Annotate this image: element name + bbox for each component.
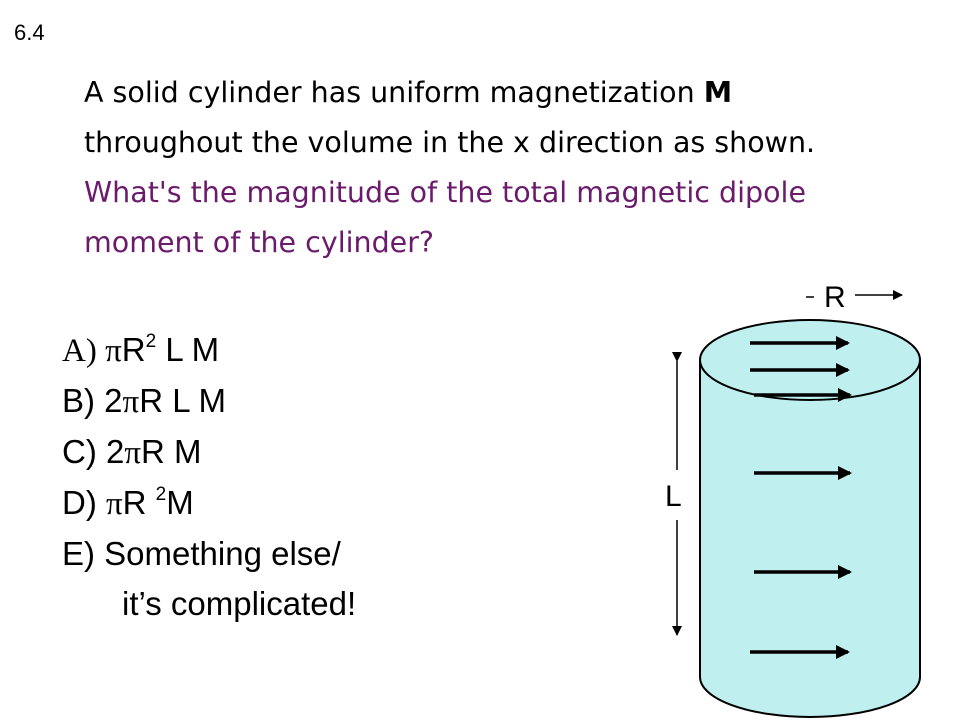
choice-c-rest: R M [141,433,202,470]
pi-symbol: π [124,435,142,471]
cylinder-top-ellipse [699,319,921,401]
choice-a-prefix: A) [62,333,106,369]
choice-d-exponent: 2 [155,484,167,505]
question-part1: A solid cylinder has uniform magnetizati… [84,76,704,109]
choice-a-exponent: 2 [145,331,157,352]
choice-b-prefix: B) 2 [62,382,123,419]
pi-symbol: π [105,333,122,369]
magnetization-arrows [750,336,852,659]
slide-number: 6.4 [14,20,45,45]
choice-d-rest: M [166,484,194,521]
cylinder-diagram: R L [650,275,950,720]
choice-c: C) 2πR M [62,427,356,478]
magnetization-symbol: M [703,76,733,109]
choice-e-continued: it’s complicated! [122,585,357,622]
choice-c-prefix: C) 2 [62,433,125,470]
choice-a-rest: L M [156,331,220,368]
pi-symbol: π [122,384,140,420]
choice-b-rest: R L M [139,382,226,419]
question-part2: throughout the volume in the x direction… [84,126,816,159]
question-highlight: What's the magnitude of the total magnet… [84,176,806,259]
answer-choices: A) πR2 L M B) 2πR L M C) 2πR M D) πR 2M … [62,325,356,629]
choice-e: E) Something else/ [62,535,341,572]
choice-a-r: R [121,331,146,368]
choice-d: D) πR 2M [62,478,356,529]
choice-a: A) πR2 L M [62,325,356,376]
choice-b: B) 2πR L M [62,376,356,427]
radius-label: R [824,281,846,314]
question-text: A solid cylinder has uniform magnetizati… [84,68,884,268]
cylinder-figure [672,290,921,718]
cylinder-body [699,360,921,718]
pi-symbol: π [106,486,123,522]
length-label: L [665,480,682,513]
choice-d-r: R [122,484,156,521]
choice-d-prefix: D) [62,484,106,521]
